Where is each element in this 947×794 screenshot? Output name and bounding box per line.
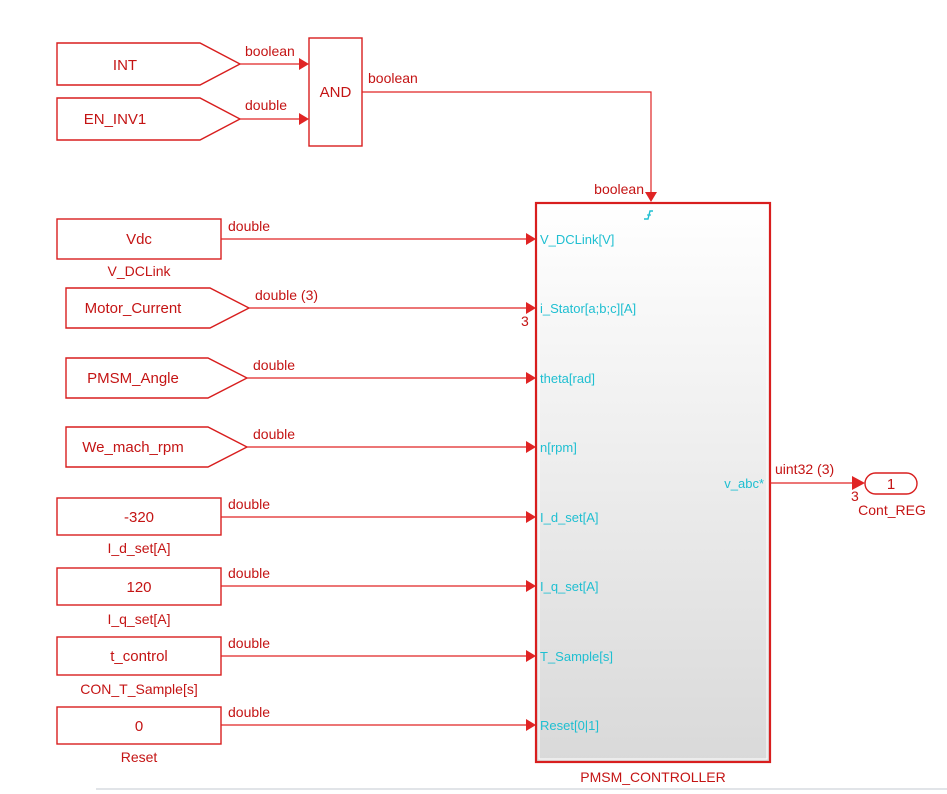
input-block-t-control[interactable]: t_control (56, 636, 222, 676)
from-block-pmsm-angle[interactable]: PMSM_Angle (65, 357, 249, 399)
input-port-i-d-set: I_d_set[A] (540, 510, 599, 525)
signal-type-int: boolean (245, 43, 295, 59)
input-caption-reset: Reset (121, 749, 158, 765)
input-port-n-rpm: n[rpm] (540, 440, 577, 455)
from-block-pmsm-angle-label: PMSM_Angle (87, 370, 179, 387)
signal-type-t-control: double (228, 635, 270, 651)
pmsm-controller-name: PMSM_CONTROLLER (580, 769, 725, 785)
goto-block-int-label: INT (113, 57, 137, 74)
goto-block-en-inv1-label: EN_INV1 (84, 111, 147, 128)
signal-line-int[interactable] (240, 58, 309, 70)
and-block-label: AND (320, 84, 352, 101)
from-block-we-mach-rpm-label: We_mach_rpm (82, 439, 183, 456)
from-block-we-mach-rpm[interactable]: We_mach_rpm (65, 426, 249, 468)
input-block-reset-label: 0 (135, 718, 143, 735)
input-block-i-d-set[interactable]: -320 (56, 497, 222, 536)
signal-type-trigger: boolean (594, 181, 644, 197)
input-port-reset: Reset[0|1] (540, 718, 599, 733)
input-block-vdc-label: Vdc (126, 231, 152, 248)
input-port-t-sample: T_Sample[s] (540, 649, 613, 664)
and-block[interactable]: AND (308, 37, 363, 147)
input-caption-vdc: V_DCLink (107, 263, 171, 279)
signal-line-vdc[interactable] (221, 233, 536, 245)
input-port-theta: theta[rad] (540, 371, 595, 386)
output-port-v-abc: v_abc* (724, 476, 764, 491)
input-port-i-stator: i_Stator[a;b;c][A] (540, 301, 636, 316)
from-block-motor-current-label: Motor_Current (85, 300, 183, 317)
input-caption-i-d-set: I_d_set[A] (107, 540, 170, 556)
signal-type-pmsm-angle: double (253, 357, 295, 373)
signal-line-i-q-set[interactable] (221, 580, 536, 592)
input-block-i-d-set-label: -320 (124, 509, 154, 526)
signal-type-and-output: boolean (368, 70, 418, 86)
signal-dimension-motor-current: 3 (521, 313, 529, 329)
signal-type-i-q-set: double (228, 565, 270, 581)
input-port-i-q-set: I_q_set[A] (540, 579, 599, 594)
signal-line-output[interactable] (770, 476, 865, 490)
outport-name: Cont_REG (858, 502, 926, 518)
signal-line-pmsm-angle[interactable] (247, 372, 536, 384)
input-block-i-q-set[interactable]: 120 (56, 567, 222, 606)
signal-line-i-d-set[interactable] (221, 511, 536, 523)
goto-block-int[interactable]: INT (56, 42, 242, 86)
input-block-t-control-label: t_control (110, 648, 168, 665)
trigger-edge-icon (644, 210, 653, 220)
signal-type-en-inv1: double (245, 97, 287, 113)
signal-line-reset[interactable] (221, 719, 536, 731)
input-block-i-q-set-label: 120 (126, 579, 151, 596)
signal-line-and-to-trigger[interactable] (362, 91, 657, 202)
from-block-motor-current[interactable]: Motor_Current (65, 287, 251, 329)
input-block-vdc[interactable]: Vdc (56, 218, 222, 260)
outport-block-cont-reg[interactable]: 1 (864, 472, 918, 495)
outport-number: 1 (887, 476, 895, 493)
signal-line-en-inv1[interactable] (240, 113, 309, 125)
goto-block-en-inv1[interactable]: EN_INV1 (56, 97, 242, 141)
input-port-v-dclink: V_DCLink[V] (540, 232, 614, 247)
signal-type-i-d-set: double (228, 496, 270, 512)
signal-line-we-mach-rpm[interactable] (247, 441, 536, 453)
signal-dimension-output: 3 (851, 488, 859, 504)
signal-type-we-mach-rpm: double (253, 426, 295, 442)
signal-type-reset: double (228, 704, 270, 720)
signal-type-output: uint32 (3) (775, 461, 834, 477)
signal-type-vdc: double (228, 218, 270, 234)
input-block-reset[interactable]: 0 (56, 706, 222, 745)
signal-line-motor-current[interactable] (249, 302, 536, 314)
signal-line-t-control[interactable] (221, 650, 536, 662)
input-caption-i-q-set: I_q_set[A] (107, 611, 170, 627)
pmsm-controller-block[interactable] (534, 201, 772, 764)
input-caption-t-control: CON_T_Sample[s] (80, 681, 197, 697)
signal-type-motor-current: double (3) (255, 287, 318, 303)
